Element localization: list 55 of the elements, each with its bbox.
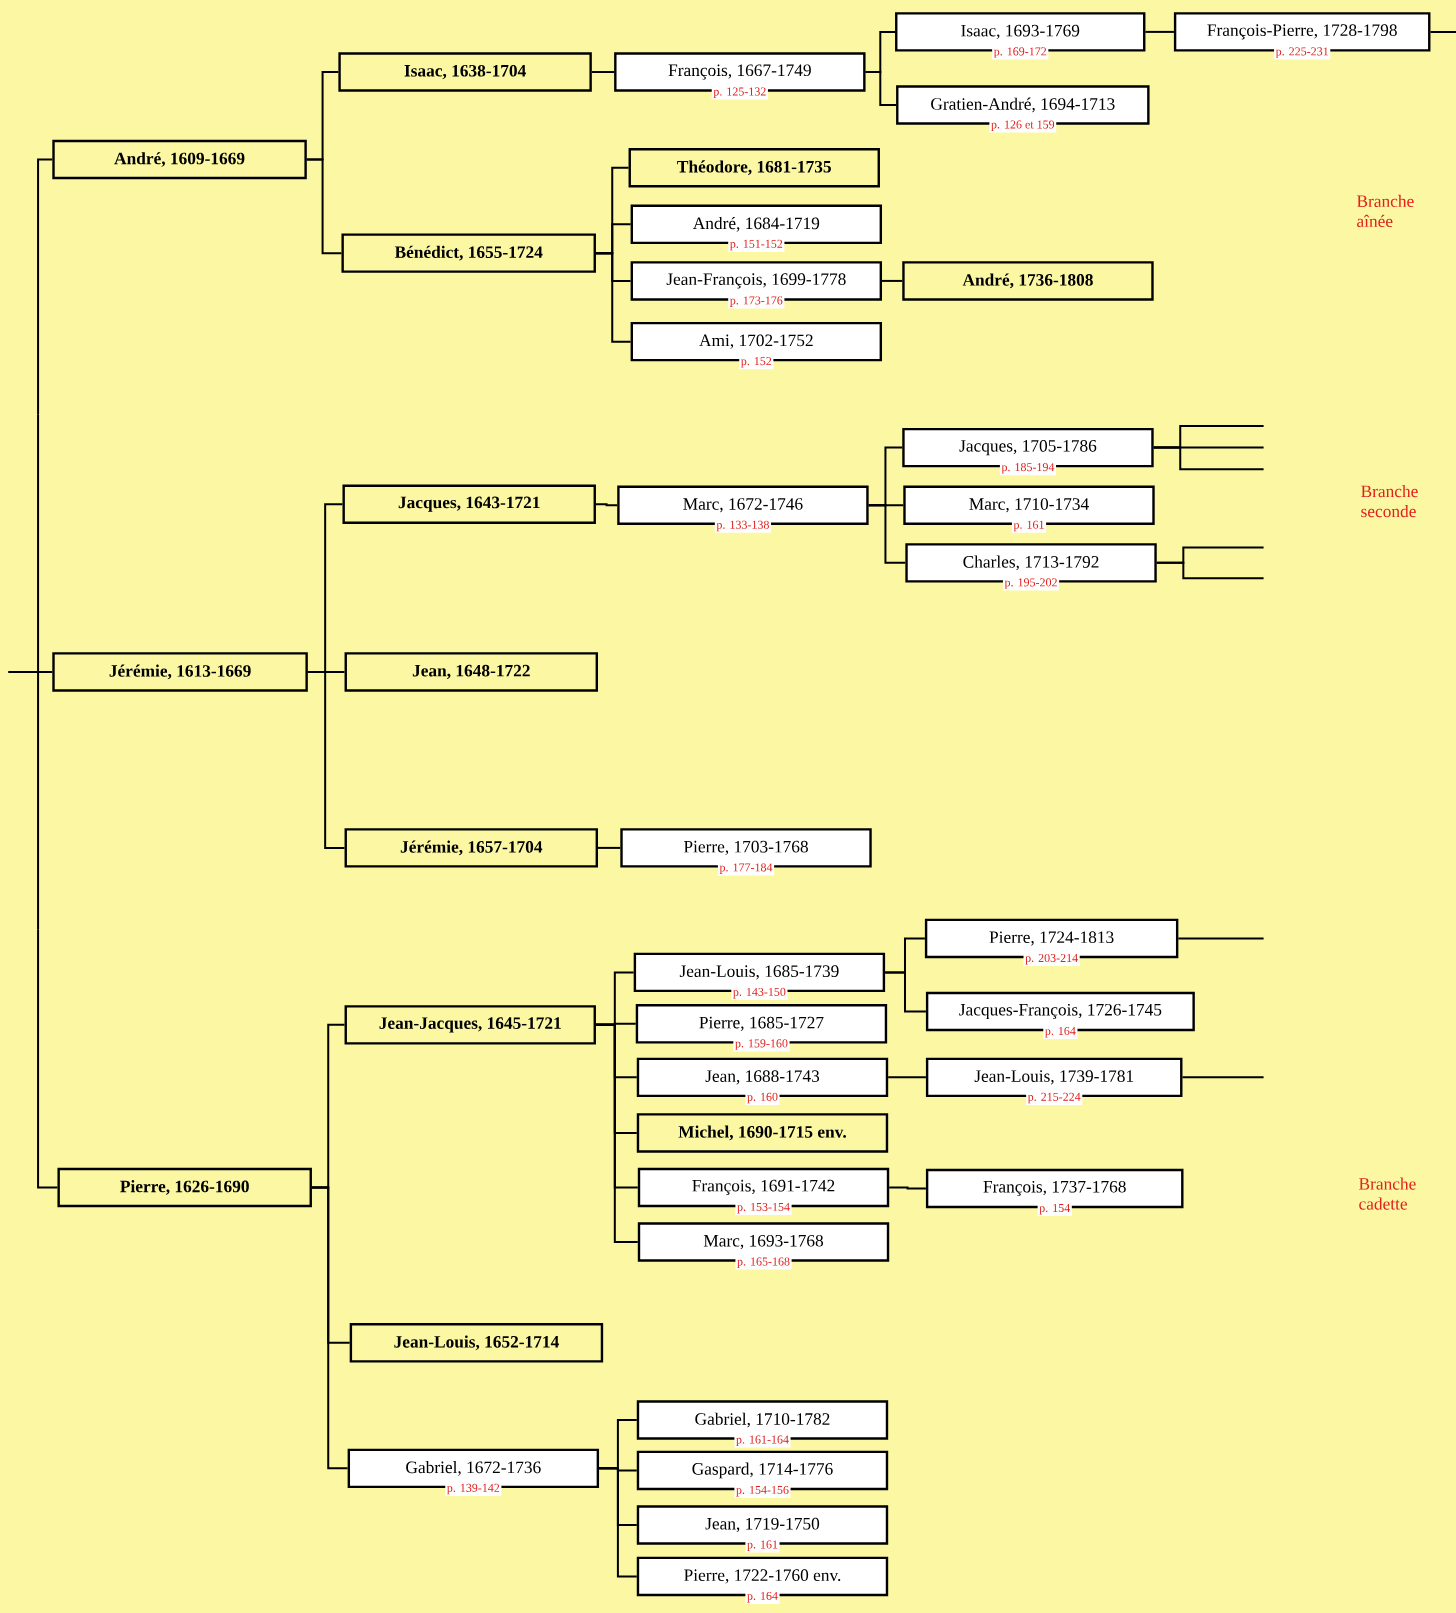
person-box: Jean-Jacques, 1645-1721: [344, 1005, 596, 1045]
branch-label: Branche aînée: [1357, 194, 1414, 228]
page-reference: p. 154: [1037, 1202, 1072, 1217]
person-box: Michel, 1690-1715 env.: [636, 1113, 889, 1153]
connector-line: [864, 71, 898, 106]
connector-line: [1177, 937, 1265, 940]
person-box: Jacques, 1643-1721: [342, 484, 596, 524]
connector-line: [884, 971, 927, 1013]
page-reference: p. 133-138: [714, 519, 772, 533]
connector-line: [867, 504, 907, 564]
page-reference: p. 185-194: [999, 461, 1057, 476]
page-reference: p. 161: [1011, 519, 1047, 533]
connector-line: [888, 1186, 927, 1190]
connector-line: [598, 1467, 638, 1578]
page-reference: p. 152: [739, 355, 774, 370]
connector-line: [37, 928, 59, 1189]
person-box: André, 1609-1669: [52, 139, 307, 180]
connector-line: [1155, 561, 1265, 580]
connector-line: [590, 71, 616, 74]
branch-label: Branche cadette: [1359, 1177, 1416, 1210]
connector-line: [1144, 30, 1175, 33]
connector-line: [1181, 1076, 1265, 1079]
person-box: Jérémie, 1657-1704: [344, 828, 598, 868]
page-reference: p. 203-214: [1023, 952, 1080, 967]
connector-line: [597, 846, 622, 849]
page-reference: p. 164: [1043, 1025, 1078, 1040]
connector-line: [594, 1023, 639, 1243]
connector-line: [881, 279, 904, 282]
page-reference: p. 153-154: [735, 1201, 792, 1215]
connector-line: [310, 1186, 349, 1470]
person-box: Isaac, 1638-1704: [338, 52, 592, 92]
person-box: Pierre, 1626-1690: [57, 1167, 312, 1208]
page-reference: p. 143-150: [731, 986, 788, 1000]
page-reference: p. 160: [745, 1091, 780, 1105]
page-reference: p. 139-142: [445, 1482, 502, 1496]
connector-line: [1429, 30, 1456, 33]
connector-line: [887, 1076, 927, 1079]
connector-line: [594, 503, 619, 507]
connector-line: [305, 158, 343, 255]
page-reference: p. 151-152: [728, 238, 785, 252]
person-box: Jean-Louis, 1652-1714: [349, 1323, 604, 1363]
connector-line: [37, 158, 54, 416]
connector-line: [594, 252, 632, 343]
person-box: Jean, 1648-1722: [344, 652, 598, 692]
person-box: Bénédict, 1655-1724: [341, 233, 596, 273]
page-reference: p. 164: [745, 1590, 780, 1604]
branch-label: Branche seconde: [1361, 485, 1418, 518]
person-box: Jérémie, 1613-1669: [52, 652, 308, 692]
page-reference: p. 154-156: [734, 1484, 791, 1498]
page-reference: p. 215-224: [1026, 1091, 1083, 1105]
person-box: André, 1736-1808: [902, 261, 1154, 301]
connector-line: [306, 670, 346, 849]
connector-line: [1152, 446, 1265, 471]
person-box: Théodore, 1681-1735: [628, 148, 880, 188]
connector-line: [7, 413, 54, 931]
